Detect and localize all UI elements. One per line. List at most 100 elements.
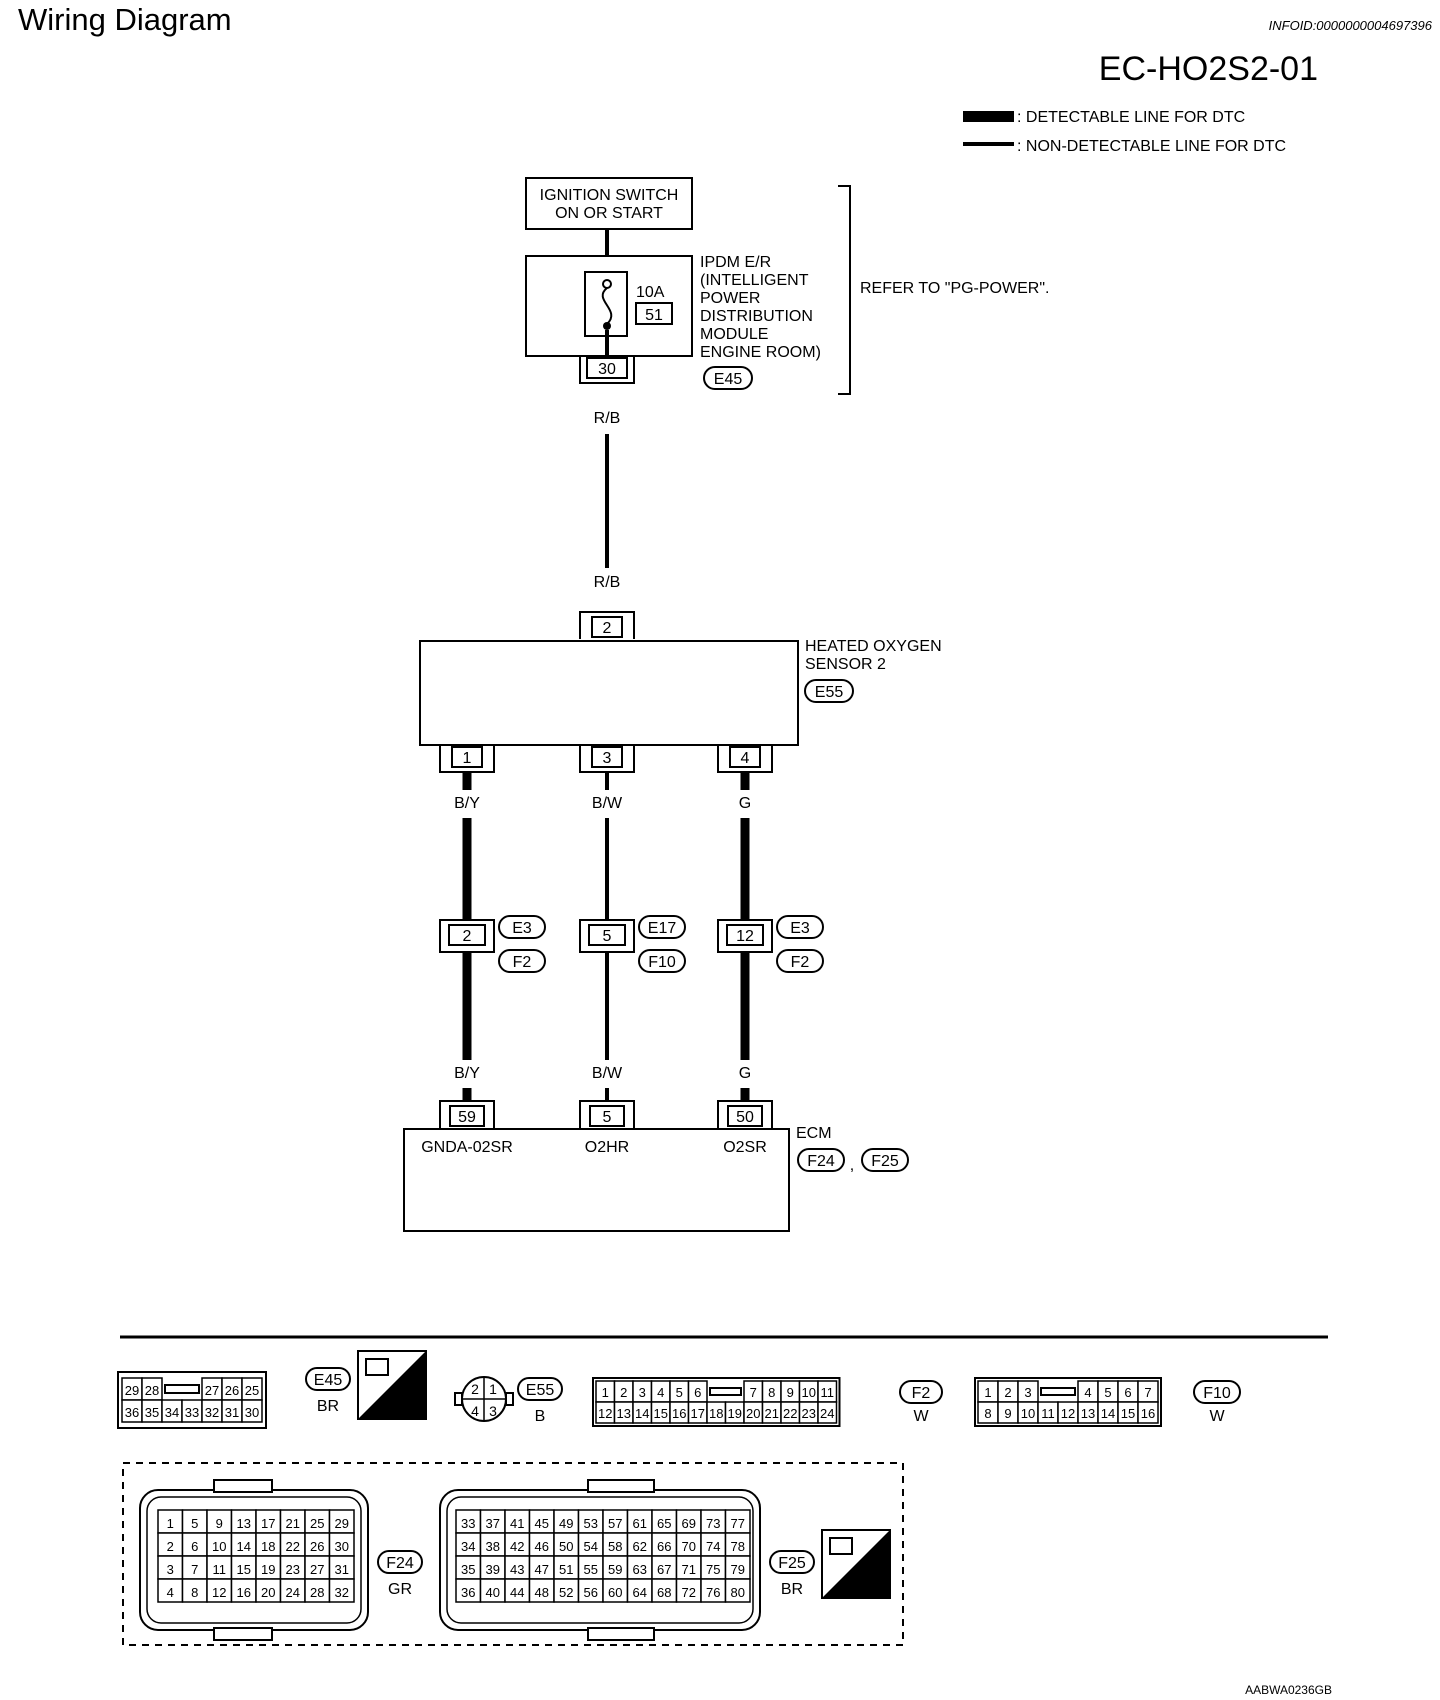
connector-pin-number: 57 xyxy=(608,1516,622,1531)
ecm-signal-label: GNDA-02SR xyxy=(421,1139,513,1156)
junction-pin-number: 5 xyxy=(603,928,612,945)
connector-pin-number: 5 xyxy=(676,1385,683,1400)
connector-pin-number: 48 xyxy=(535,1585,549,1600)
fuse-terminal-bottom xyxy=(603,322,611,330)
connector-pin-number: 69 xyxy=(682,1516,696,1531)
connector-pin-number: 21 xyxy=(765,1406,779,1421)
ipdm-label: IPDM E/R (INTELLIGENT POWER DISTRIBUTION… xyxy=(700,254,821,361)
connector-pin-number: 32 xyxy=(335,1585,349,1600)
junction-pin-number: 12 xyxy=(736,928,754,945)
connector-pin-cell xyxy=(817,1401,838,1424)
connector-pin-number: 3 xyxy=(167,1562,174,1577)
connector-pin-number: 3 xyxy=(489,1403,497,1419)
connector-pin-number: 8 xyxy=(191,1585,198,1600)
connector-lock-tab xyxy=(709,1387,742,1396)
connector-pin-number: 16 xyxy=(237,1585,251,1600)
page-title: Wiring Diagram xyxy=(18,2,232,37)
connector-pin-number: 1 xyxy=(602,1385,609,1400)
connector-pin-number: 4 xyxy=(657,1385,664,1400)
ecm-signal-label: O2HR xyxy=(585,1139,629,1156)
connector-icon xyxy=(829,1537,853,1555)
connector-pin-number: 47 xyxy=(535,1562,549,1577)
junction-pin-box xyxy=(448,924,486,946)
sensor-label-2: SENSOR 2 xyxy=(805,656,886,673)
connector-pin-number: 2 xyxy=(471,1381,479,1397)
wire-color-label: B/Y xyxy=(454,1065,480,1082)
connector-pin-number: 59 xyxy=(608,1562,622,1577)
connector-pin-number: 45 xyxy=(535,1516,549,1531)
connector-pin-number: 54 xyxy=(584,1539,598,1554)
connector-pin-number: 3 xyxy=(1024,1385,1031,1400)
wire-color-label: G xyxy=(739,1065,751,1082)
connector-f10-body xyxy=(974,1377,1162,1427)
connector-pin-number: 8 xyxy=(984,1406,991,1421)
connector-pin-number: 2 xyxy=(167,1539,174,1554)
wire-color-label: B/W xyxy=(592,1065,623,1082)
connector-pin-number: 6 xyxy=(694,1385,701,1400)
sensor-pin-top: 2 xyxy=(603,620,612,637)
connector-pin-number: 23 xyxy=(286,1562,300,1577)
hs-badge-fill xyxy=(822,1530,890,1598)
junction-pin-box xyxy=(588,924,626,946)
legend-non-detectable-swatch xyxy=(963,142,1014,146)
legend-detectable-label: : DETECTABLE LINE FOR DTC xyxy=(1017,109,1245,126)
ipdm-label-line: (INTELLIGENT xyxy=(700,272,809,289)
connector-pin-number: 34 xyxy=(461,1539,475,1554)
connector-pin-number: 22 xyxy=(286,1539,300,1554)
connector-pin-number: 72 xyxy=(682,1585,696,1600)
connector-pin-number: 36 xyxy=(461,1585,475,1600)
connector-pin-number: 38 xyxy=(486,1539,500,1554)
ecm-connector-id: F25 xyxy=(871,1153,899,1170)
junction-connector-badge xyxy=(498,949,546,973)
connector-pin-number: 28 xyxy=(310,1585,324,1600)
connector-f10-id-id: F10 xyxy=(1203,1385,1231,1402)
connector-pin-number: 21 xyxy=(286,1516,300,1531)
connector-pin-number: 15 xyxy=(654,1406,668,1421)
connector-pin-cell xyxy=(328,1578,355,1603)
connector-pin-number: 39 xyxy=(486,1562,500,1577)
junction-connector-id: F10 xyxy=(648,954,676,971)
connector-pin-number: 35 xyxy=(145,1405,159,1420)
connector-f24-id-badge xyxy=(377,1550,423,1574)
connector-pin-number: 41 xyxy=(510,1516,524,1531)
connector-pin-number: 46 xyxy=(535,1539,549,1554)
connector-f25-color: BR xyxy=(781,1581,803,1598)
connector-e55-key xyxy=(505,1392,514,1406)
connector-pin-number: 43 xyxy=(510,1562,524,1577)
connector-pin-number: 74 xyxy=(706,1539,720,1554)
junction-connector-badge xyxy=(776,949,824,973)
junction-frame xyxy=(439,919,495,934)
connector-pin-number: 2 xyxy=(1004,1385,1011,1400)
connector-pin-number: 37 xyxy=(486,1516,500,1531)
connector-pin-number: 10 xyxy=(1021,1406,1035,1421)
connector-f24-id-id: F24 xyxy=(386,1555,414,1572)
connector-pin-number: 15 xyxy=(1121,1406,1135,1421)
ecm-pin-number: 59 xyxy=(458,1109,476,1126)
connector-pin-number: 13 xyxy=(237,1516,251,1531)
sensor-connector-badge xyxy=(804,679,854,703)
connector-pin-number: 67 xyxy=(657,1562,671,1577)
ipdm-label-line: ENGINE ROOM) xyxy=(700,344,821,361)
connector-f10-color: W xyxy=(1209,1408,1225,1425)
connector-pin-number: 71 xyxy=(682,1562,696,1577)
connector-pin-number: 13 xyxy=(1081,1406,1095,1421)
connector-pin-number: 4 xyxy=(167,1585,174,1600)
connector-pin-number: 34 xyxy=(165,1405,179,1420)
wire-color-label: G xyxy=(739,795,751,812)
wire-rb-label-top: R/B xyxy=(594,410,621,427)
connector-pin-number: 55 xyxy=(584,1562,598,1577)
connector-pin-number: 15 xyxy=(237,1562,251,1577)
connector-pin-number: 30 xyxy=(335,1539,349,1554)
junction-frame xyxy=(579,919,635,934)
ecm-pin-number: 50 xyxy=(736,1109,754,1126)
connector-pin-number: 6 xyxy=(1124,1385,1131,1400)
ecm-pin-number: 5 xyxy=(603,1109,612,1126)
connector-e55-key xyxy=(454,1392,463,1406)
figure-code: AABWA0236GB xyxy=(1245,1683,1332,1697)
fuse-rating: 10A xyxy=(636,284,665,301)
connector-pin-number: 1 xyxy=(489,1381,497,1397)
connector-f24-latch xyxy=(213,1627,273,1641)
junction-pin-box xyxy=(726,924,764,946)
